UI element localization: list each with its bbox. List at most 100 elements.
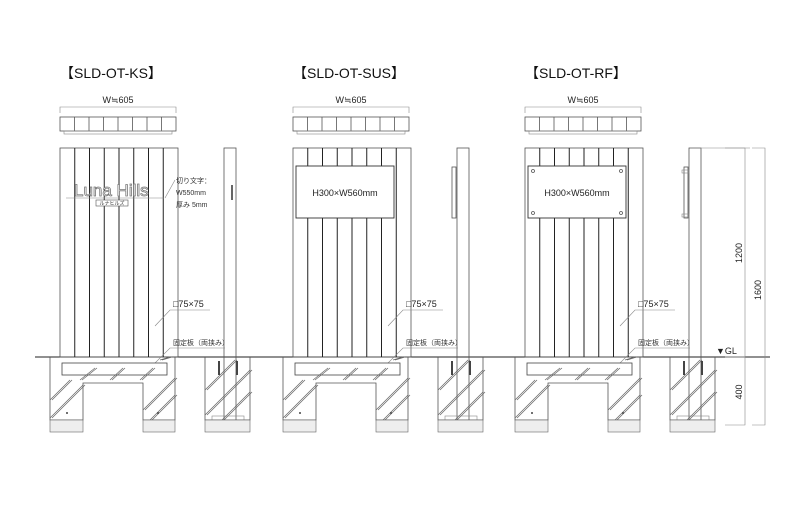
side-sign-panel [451,166,457,219]
width-label: W≒605 [335,95,366,105]
hatch-line [223,391,253,421]
hatch-line [546,367,563,381]
side-plate [701,361,703,375]
width-dimension [292,106,410,113]
plate-leader [614,347,690,369]
model-title: 【SLD-OT-RF】 [525,65,627,81]
plate-label: 固定板（両挟み） [638,338,694,347]
hatch-line [516,384,551,419]
side-post [688,147,702,426]
hatch-line [688,391,718,421]
fixed-plate [294,362,401,376]
bolt-icon [531,169,535,173]
dim-1600: 1600 [753,280,763,300]
logo-cut-letters: Luna Hills [74,181,149,200]
anchor-dot [66,412,68,414]
plan-bracket [528,130,638,135]
hatch-line [139,367,154,381]
hatch-line [221,391,251,421]
hatch-line [382,394,409,421]
side-plate [218,361,220,375]
plate-leader [382,347,458,369]
hatch-line [604,367,619,381]
hatch-line [439,359,471,391]
hatch-line [142,377,176,411]
hatch-line [624,356,636,361]
anchor-dot [390,412,392,414]
post-leader [387,309,443,327]
hatch-line [671,369,718,416]
hatch-line [51,379,73,401]
logo-sub-plate [95,199,129,207]
hatch-line [384,394,411,421]
hatch-line [49,379,71,401]
anchor-dot [157,412,159,414]
fixed-plate [526,362,633,376]
plate-leader [149,347,225,369]
hatch-line [456,391,486,421]
sign-note-line: 厚み 5mm [176,201,208,209]
dim-1200: 1200 [734,243,744,263]
width-dimension [524,106,642,113]
hatch-line [51,384,86,419]
side-plate [469,361,471,375]
sign-size-label: H300×W560mm [544,188,609,198]
gravel-base [607,419,641,433]
hatch-line [342,367,357,381]
base-plate [211,415,245,421]
note-leader [164,179,176,199]
sign-note-line: 切り文字： [176,176,211,185]
hatch-line [374,367,389,381]
hatch-line [81,367,98,381]
hatch-line [626,356,638,361]
logo-sub-text: ルナヒルズ [99,200,124,207]
plate-label: 固定板（両挟み） [173,338,229,347]
bolt-icon [619,169,623,173]
hatch-line [514,384,549,419]
sign-panel [527,165,627,219]
anchor-dot [622,412,624,414]
width-label: W≒605 [102,95,133,105]
post-leader [619,309,675,327]
side-bolt [681,169,690,174]
hatch-line [375,377,409,411]
hatch-line [151,394,178,421]
base-plate [444,415,478,421]
hatch-line [669,369,716,416]
bolt-icon [619,211,623,215]
plate-label: 固定板（両挟み） [406,338,462,347]
hatch-line [437,369,484,416]
hatch-line [144,377,178,411]
gl-label: ▼GL [716,346,737,356]
hatch-line [614,394,641,421]
side-post [223,147,237,426]
gravel-base [49,419,84,433]
hatch-line [609,377,643,411]
gravel-base [669,419,716,433]
plan-bracket [296,130,406,135]
hatch-line [111,367,126,381]
sign-size-label: H300×W560mm [312,188,377,198]
hatch-line [576,367,591,381]
post-leader [154,309,210,327]
hatch-line [544,367,561,381]
bolt-icon [531,211,535,215]
hatch-line [392,356,404,361]
hatch-line [314,367,331,381]
hatch-line [606,367,621,381]
fixed-plate [61,362,168,376]
width-label: W≒605 [567,95,598,105]
gravel-base [375,419,409,433]
side-post [456,147,470,426]
hatch-line [312,367,329,381]
sign-panel [295,165,395,219]
hatch-line [574,367,589,381]
model-title: 【SLD-OT-SUS】 [293,65,405,81]
hatch-line [454,391,484,421]
anchor-dot [531,412,533,414]
post-size-label: □75×75 [173,299,204,309]
hatch-line [79,367,96,381]
hatch-line [516,379,538,401]
